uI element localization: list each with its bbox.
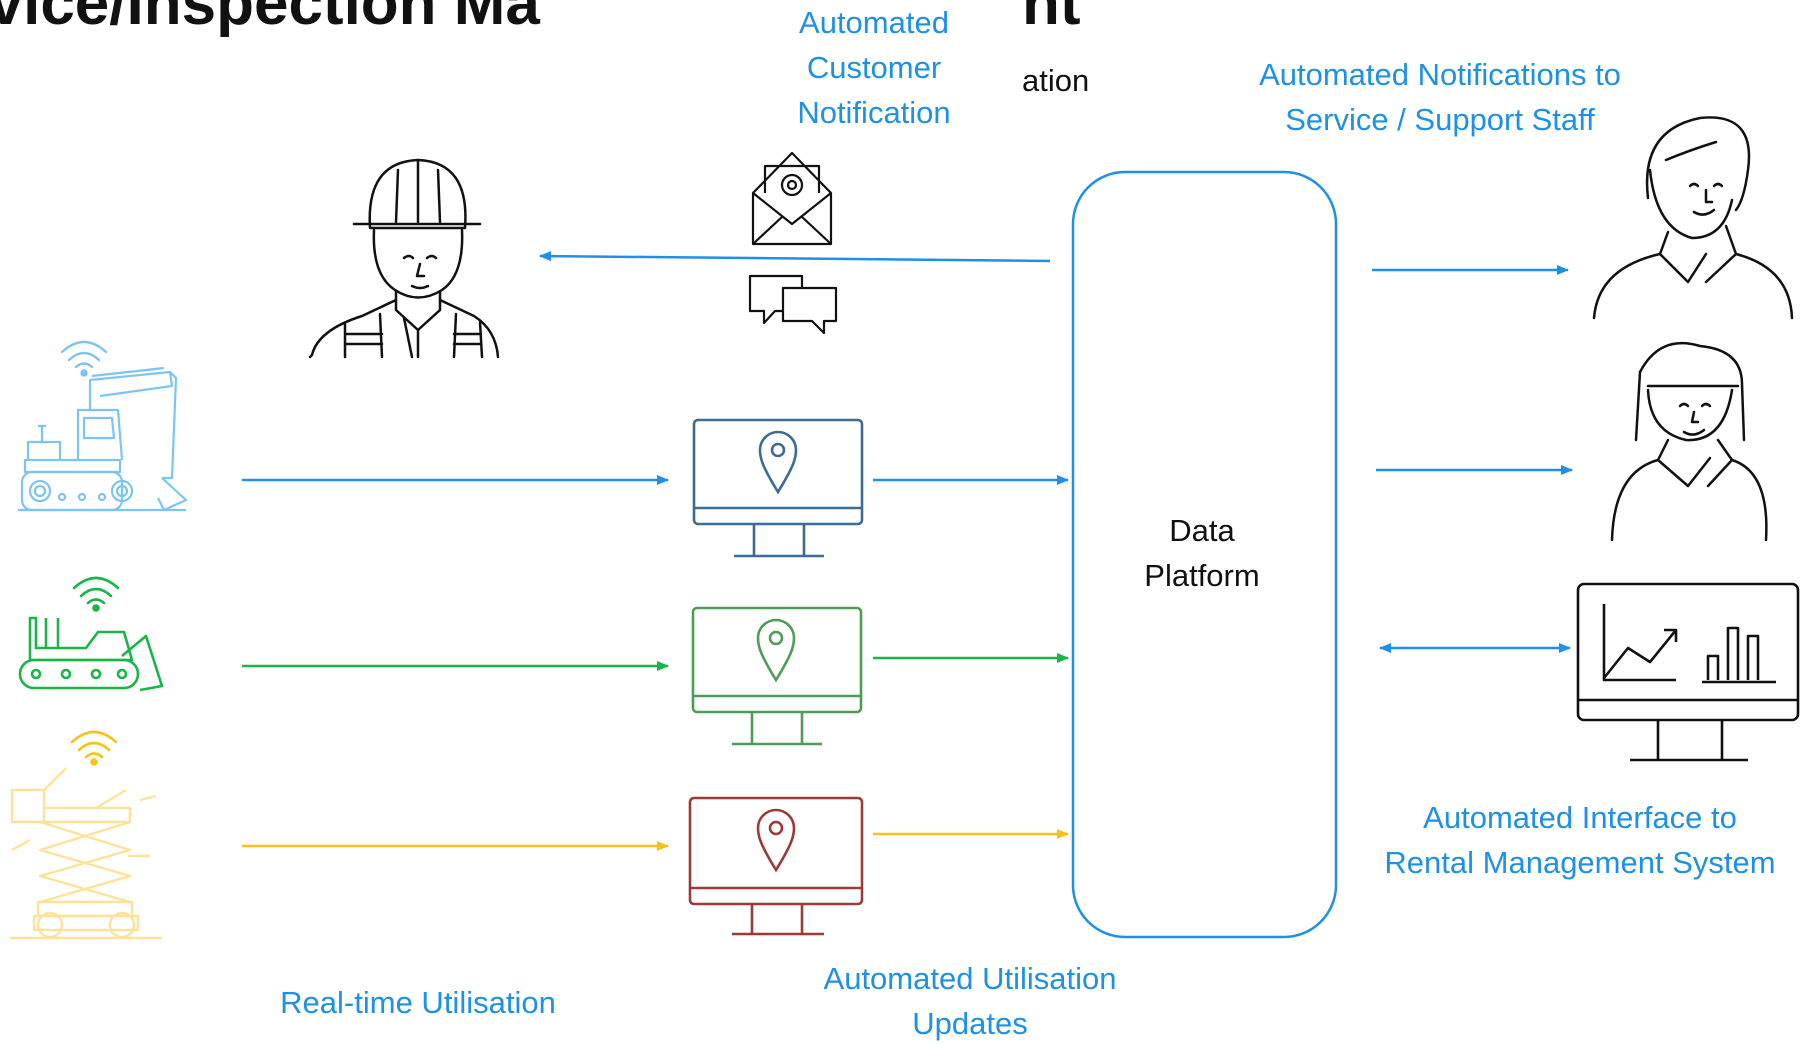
- realtime-utilisation-label: Real-time Utilisation: [200, 980, 636, 1025]
- subtitle-fragment: ation: [1022, 63, 1090, 98]
- analytics-dashboard-icon: [1576, 582, 1800, 762]
- wifi-signal-icon: [60, 340, 108, 377]
- label-line: Updates: [912, 1006, 1028, 1041]
- wifi-signal-icon: [72, 576, 120, 612]
- label-line: Real-time Utilisation: [280, 985, 556, 1020]
- excavator-icon: [18, 366, 188, 512]
- arrow-to-worker: [539, 251, 1051, 263]
- title-cover: [738, 0, 1022, 124]
- monitor-location-pin-icon: [692, 418, 864, 558]
- monitor-location-pin-icon: [691, 606, 863, 746]
- support-staff-man-icon: [1592, 116, 1794, 320]
- label-line: Service / Support Staff: [1285, 102, 1595, 137]
- label-line: Data: [1169, 513, 1235, 548]
- label-line: Automated Utilisation: [823, 961, 1117, 996]
- label-line: Rental Management System: [1384, 845, 1776, 880]
- support-staff-woman-icon: [1610, 341, 1768, 542]
- page-title-tail: nt: [1022, 0, 1081, 38]
- label-line: Customer: [806, 50, 942, 85]
- label-line: Automated: [799, 5, 949, 40]
- label-line: Automated Notifications to: [1259, 57, 1621, 92]
- staff-notifications-label: Automated Notifications to Service / Sup…: [1190, 52, 1690, 142]
- label-line: Automated Interface to: [1423, 800, 1737, 835]
- wifi-signal-icon: [70, 730, 118, 766]
- data-platform-label: Data Platform: [1072, 508, 1332, 598]
- monitor-location-pin-icon: [688, 796, 864, 936]
- page-title: ervice/Inspection Mage: [0, 0, 612, 39]
- chat-bubbles-icon: [748, 274, 838, 335]
- customer-notification-label: Automated Customer Notification: [740, 0, 1008, 135]
- label-line: Notification: [797, 95, 951, 130]
- scissor-lift-icon: [10, 767, 162, 940]
- rms-interface-label: Automated Interface to Rental Management…: [1360, 795, 1800, 885]
- label-line: Platform: [1144, 558, 1260, 593]
- skid-steer-loader-icon: [18, 616, 164, 692]
- data-platform-box: [1071, 170, 1338, 939]
- construction-worker-icon: [308, 158, 500, 359]
- email-envelope-icon: [751, 151, 833, 246]
- utilisation-updates-label: Automated Utilisation Updates: [770, 956, 1170, 1046]
